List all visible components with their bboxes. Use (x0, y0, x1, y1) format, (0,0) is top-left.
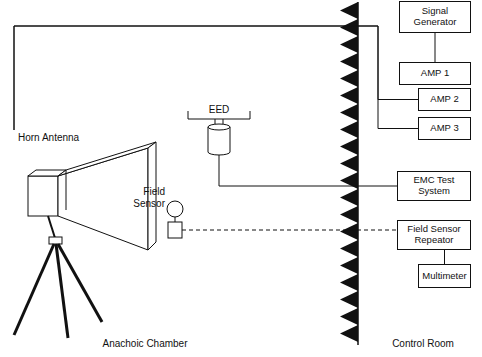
tripod-leg (14, 244, 54, 335)
cable-line (444, 250, 445, 264)
eed-wire (250, 111, 251, 119)
node-label: AMP 3 (430, 123, 458, 134)
waveguide (28, 176, 58, 216)
eed-lead (219, 155, 220, 162)
horn-antenna: Horn Antenna (10, 130, 160, 345)
horn-edge (66, 170, 67, 210)
node-label: Signal Generator (403, 6, 467, 28)
node-label: Multimeter (422, 271, 466, 282)
tripod-leg (58, 244, 102, 322)
tripod-head (49, 237, 62, 244)
node-label: AMP 1 (421, 68, 449, 79)
eed-wire (188, 119, 250, 120)
node-label: AMP 2 (430, 94, 458, 105)
process-box: AMP 3 (418, 117, 471, 140)
mount-post (48, 216, 55, 238)
cable-line (14, 26, 418, 130)
process-box: AMP 2 (418, 88, 471, 111)
cable-line (435, 33, 436, 62)
process-box: Signal Generator (399, 1, 471, 33)
horn-antenna-drawing (10, 130, 160, 345)
process-box: EMC Test System (397, 171, 471, 201)
eed-device: EED (186, 104, 252, 162)
cable-line (14, 26, 418, 130)
sensor-head (167, 201, 183, 217)
field-sensor: Field Sensor (126, 184, 183, 240)
absorber-cones (340, 2, 358, 342)
sensor-base (168, 222, 182, 238)
eed-body (208, 127, 230, 155)
node-label: EED (186, 104, 252, 116)
node-label: EMC Test System (401, 175, 467, 197)
area-label: Anachoic Chamber (102, 338, 187, 349)
process-box: Multimeter (418, 264, 471, 288)
node-label: Field Sensor (126, 186, 165, 209)
cable-line (219, 162, 397, 186)
eed-wire (188, 111, 189, 119)
node-label: Field Sensor Repeator (401, 224, 467, 246)
cable-line (182, 230, 397, 231)
horn-flare-top (58, 142, 156, 176)
eed-top (208, 124, 230, 130)
node-label: Horn Antenna (18, 132, 118, 144)
sensor-stem (175, 217, 176, 222)
area-label: Control Room (392, 338, 454, 349)
process-box: AMP 1 (399, 62, 471, 85)
process-box: Field Sensor Repeator (397, 220, 471, 250)
